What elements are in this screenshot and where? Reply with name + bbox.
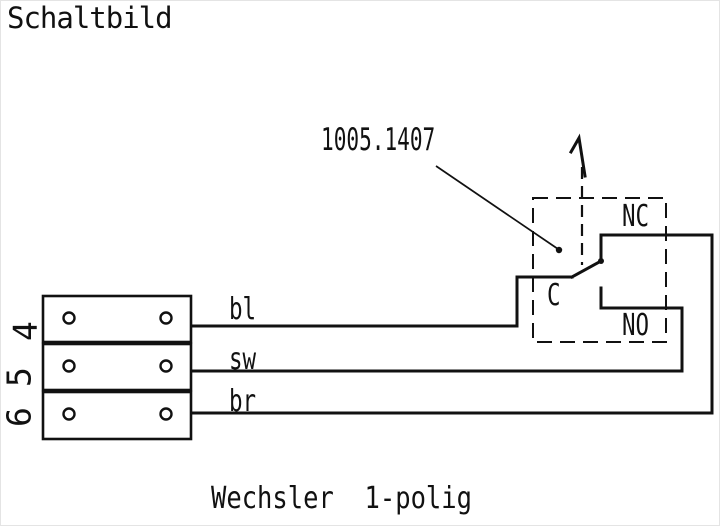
switch-lever bbox=[569, 258, 604, 280]
screw-icon bbox=[159, 407, 173, 421]
terminal-number-4: 4 bbox=[5, 321, 45, 341]
screw-icon bbox=[62, 311, 76, 325]
screw-icon bbox=[159, 359, 173, 373]
wire-no-sw bbox=[189, 286, 684, 373]
diagram-title: Schaltbild bbox=[7, 1, 173, 35]
screw-icon bbox=[62, 407, 76, 421]
contact-label-common: C bbox=[547, 278, 561, 313]
part-number-label: 1005.1407 bbox=[321, 122, 436, 158]
leader-arrow-dot bbox=[555, 246, 563, 254]
wire-label-sw: sw bbox=[229, 342, 257, 377]
actuator-symbol bbox=[568, 133, 587, 178]
wire-bl-common bbox=[189, 275, 574, 328]
terminal-number-6: 6 bbox=[0, 407, 39, 427]
wire-label-br: br bbox=[229, 384, 257, 419]
wire-nc-br bbox=[189, 233, 714, 415]
screw-icon bbox=[62, 359, 76, 373]
terminal-block bbox=[41, 294, 193, 441]
contact-label-no: NO bbox=[622, 308, 650, 343]
caption: Wechsler 1-polig bbox=[211, 481, 472, 516]
leader-line bbox=[435, 165, 559, 250]
terminal-number-5: 5 bbox=[0, 367, 39, 387]
screw-icon bbox=[159, 311, 173, 325]
contact-label-nc: NC bbox=[622, 199, 650, 234]
wire-label-bl: bl bbox=[229, 292, 257, 327]
